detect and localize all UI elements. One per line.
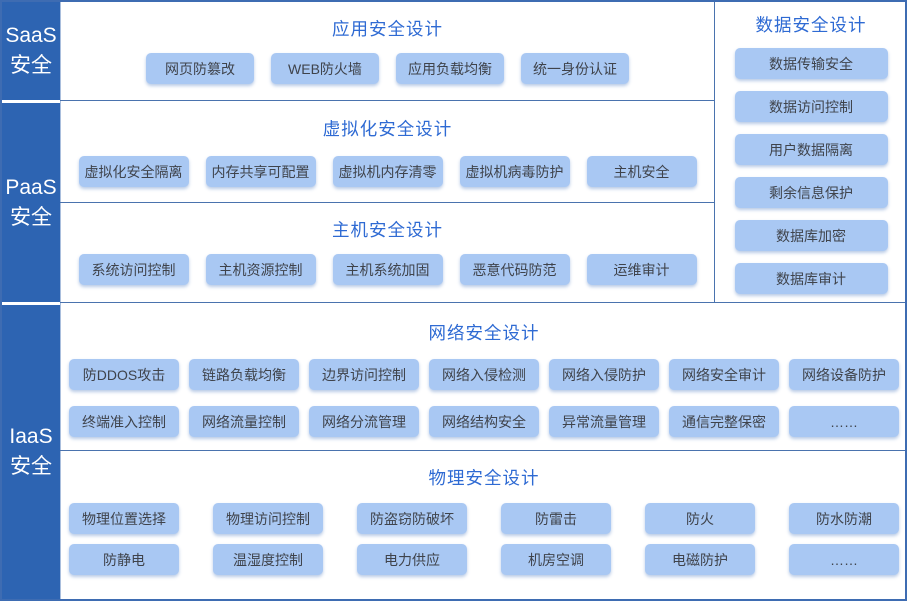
chip: 用户数据隔离 [734,134,888,165]
physical-chip-row-2: 防静电 温湿度控制 电力供应 机房空调 电磁防护 …… [69,544,899,575]
chip: 网络入侵防护 [549,359,659,390]
chip: 虚拟机内存清零 [332,156,443,187]
chip: 防DDOS攻击 [69,359,179,390]
chip: 系统访问控制 [78,254,189,285]
chip: 恶意代码防范 [459,254,570,285]
divider-app-virt [60,100,714,101]
virtualization-security-title: 虚拟化安全设计 [322,119,453,139]
chip: 剩余信息保护 [734,177,888,208]
data-chip-column: 数据传输安全 数据访问控制 用户数据隔离 剩余信息保护 数据库加密 数据库审计 [734,48,888,294]
data-security-title: 数据安全设计 [755,15,867,35]
chip: 主机资源控制 [205,254,316,285]
chip: 防水防潮 [789,503,899,534]
chip: 网络安全审计 [669,359,779,390]
chip: 网络入侵检测 [429,359,539,390]
host-security-title: 主机安全设计 [332,220,443,240]
divider-paas-iaas [60,302,905,303]
chip: 统一身份认证 [521,53,629,84]
iaas-label-line1: IaaS [9,425,53,448]
chip: 链路负载均衡 [189,359,299,390]
section-virtualization-security: 虚拟化安全设计 虚拟化安全隔离 内存共享可配置 虚拟机内存清零 虚拟机病毒防护 … [61,101,714,202]
chip: 应用负载均衡 [396,53,504,84]
chip: 通信完整保密 [669,406,779,437]
network-chip-row-2: 终端准入控制 网络流量控制 网络分流管理 网络结构安全 异常流量管理 通信完整保… [69,406,899,437]
physical-chip-row-1: 物理位置选择 物理访问控制 防盗窃防破坏 防雷击 防火 防水防潮 [69,503,899,534]
chip: 防静电 [69,544,179,575]
physical-security-title: 物理安全设计 [428,468,540,488]
application-chip-row: 网页防篡改 WEB防火墙 应用负载均衡 统一身份认证 [146,53,629,84]
divider-network-physical [60,450,905,451]
chip: 防盗窃防破坏 [357,503,467,534]
chip: 网络结构安全 [429,406,539,437]
section-physical-security: 物理安全设计 物理位置选择 物理访问控制 防盗窃防破坏 防雷击 防火 防水防潮 … [61,451,905,599]
chip: 网络设备防护 [789,359,899,390]
network-chip-row-1: 防DDOS攻击 链路负载均衡 边界访问控制 网络入侵检测 网络入侵防护 网络安全… [69,359,899,390]
sidebar-segment-paas: PaaS 安全 [2,103,60,302]
sidebar-segment-iaas: IaaS 安全 [2,305,60,599]
section-host-security: 主机安全设计 系统访问控制 主机资源控制 主机系统加固 恶意代码防范 运维审计 [61,203,714,302]
chip: 网络流量控制 [189,406,299,437]
chip-ellipsis: …… [789,544,899,575]
section-network-security: 网络安全设计 防DDOS攻击 链路负载均衡 边界访问控制 网络入侵检测 网络入侵… [61,303,905,450]
chip: 边界访问控制 [309,359,419,390]
chip: 电磁防护 [645,544,755,575]
chip: 数据传输安全 [734,48,888,79]
sidebar-content-divider [60,2,61,599]
paas-label-line2: 安全 [10,205,52,229]
chip: 网页防篡改 [146,53,254,84]
chip: 电力供应 [357,544,467,575]
chip: 终端准入控制 [69,406,179,437]
chip: 主机安全 [586,156,697,187]
section-data-security: 数据安全设计 数据传输安全 数据访问控制 用户数据隔离 剩余信息保护 数据库加密… [715,4,905,302]
chip: 防雷击 [501,503,611,534]
host-chip-row: 系统访问控制 主机资源控制 主机系统加固 恶意代码防范 运维审计 [78,254,697,285]
divider-main-datapanel [714,2,715,302]
chip: 物理访问控制 [213,503,323,534]
chip: 虚拟化安全隔离 [78,156,189,187]
chip: 温湿度控制 [213,544,323,575]
saas-label-line1: SaaS [5,24,57,47]
virtualization-chip-row: 虚拟化安全隔离 内存共享可配置 虚拟机内存清零 虚拟机病毒防护 主机安全 [78,156,697,187]
network-security-title: 网络安全设计 [428,323,540,343]
chip: 机房空调 [501,544,611,575]
saas-label-line2: 安全 [10,54,52,77]
chip: 异常流量管理 [549,406,659,437]
chip: WEB防火墙 [271,53,379,84]
chip: 主机系统加固 [332,254,443,285]
section-application-security: 应用安全设计 网页防篡改 WEB防火墙 应用负载均衡 统一身份认证 [61,4,714,100]
chip: 网络分流管理 [309,406,419,437]
chip: 虚拟机病毒防护 [459,156,570,187]
paas-label-line1: PaaS [5,175,57,199]
divider-virt-host [60,202,714,203]
chip: 物理位置选择 [69,503,179,534]
chip: 运维审计 [586,254,697,285]
chip-ellipsis: …… [789,406,899,437]
chip: 内存共享可配置 [205,156,316,187]
chip: 防火 [645,503,755,534]
sidebar-segment-saas: SaaS 安全 [2,2,60,100]
iaas-label-line2: 安全 [10,455,52,478]
chip: 数据访问控制 [734,91,888,122]
chip: 数据库加密 [734,220,888,251]
application-security-title: 应用安全设计 [332,19,443,39]
chip: 数据库审计 [734,263,888,294]
